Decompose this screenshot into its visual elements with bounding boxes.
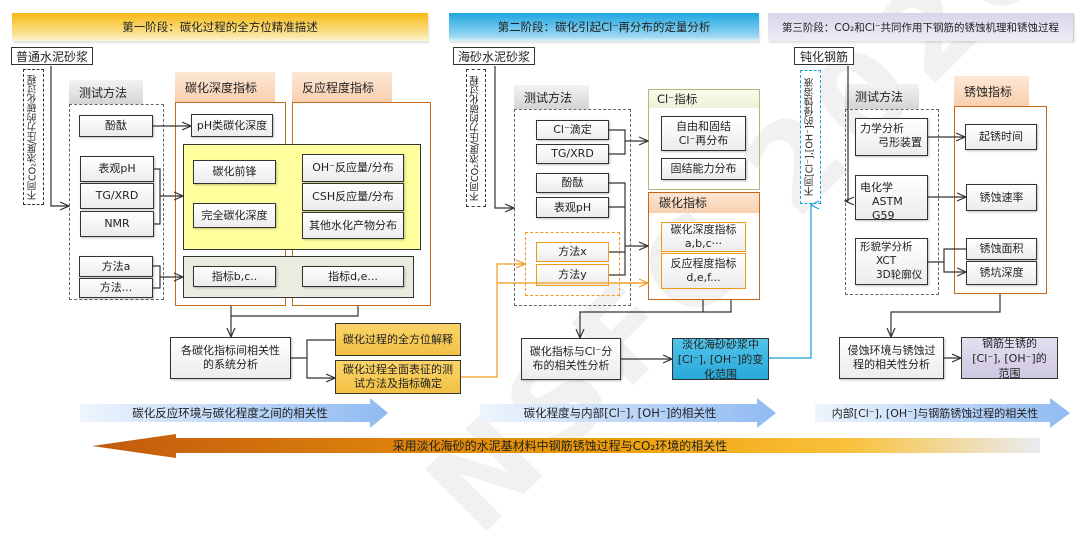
- method-morphology-detail: XCT: [876, 255, 897, 267]
- method-surface-ph: 表观pH: [80, 156, 154, 182]
- method-x: 方法x: [536, 242, 609, 262]
- rust-indicator-tab: 锈蚀指标: [954, 76, 1029, 106]
- method-a: 方法a: [79, 256, 153, 277]
- carb-depth-indicator: 碳化深度指标 a,b,c···: [661, 222, 746, 252]
- reaction-degree-indicator: 反应程度指标 d,e,f...: [661, 253, 746, 289]
- analysis-to-outcomes: [291, 339, 335, 378]
- method-phenolphthalein-2: 酚酞: [536, 173, 609, 193]
- stage3-outcome: 钢筋生锈的[Cl⁻], [OH⁻]的范围: [961, 337, 1058, 380]
- pit-depth: 锈坑深度: [966, 261, 1037, 285]
- stage1-outcome-explanation: 碳化过程的全方位解释: [335, 323, 461, 356]
- binding-capacity-distribution: 固结能力分布: [661, 158, 746, 180]
- stage3-test-methods-tab: 测试方法: [845, 84, 919, 109]
- method-electrochemical-name: 电化学: [860, 181, 893, 194]
- stage2-outcome: 淡化海砂砂浆中[Cl⁻], [OH⁻]的变化范围: [672, 338, 769, 381]
- method-morphology-detail2: 3D轮廓仪: [876, 269, 923, 281]
- method-mechanical: 力学分析 弓形装置: [855, 118, 928, 156]
- method-nmr: NMR: [80, 211, 154, 237]
- bottom-banner-text: 采用淡化海砂的水泥基材料中钢筋锈蚀过程与CO₂环境的相关性: [392, 439, 728, 453]
- reaction-indicator-tab: 反应程度指标: [292, 72, 392, 102]
- stage1-test-methods-tab: 测试方法: [69, 80, 143, 104]
- stage1-header: 第一阶段：碳化过程的全方位精准描述: [12, 13, 428, 41]
- full-carbonation-depth: 完全碳化深度: [193, 203, 276, 228]
- ph-carbonation-depth: pH类碳化深度: [191, 114, 273, 137]
- method-mechanical-name: 力学分析: [860, 122, 904, 135]
- method-electrochemical: 电化学 ASTM G59: [855, 175, 928, 222]
- carbonation-front: 碳化前锋: [193, 160, 276, 184]
- free-bound-cl-redistribution: 自由和固结Cl⁻再分布: [661, 116, 746, 151]
- indicator-bc: 指标b,c..: [193, 266, 276, 287]
- stage3-indicators-to-analysis: [891, 294, 1001, 337]
- stage3-header: 第三阶段：CO₂和Cl⁻共同作用下钢筋的锈蚀机理和锈蚀过程: [768, 13, 1074, 41]
- cl-indicator-tab: Cl⁻指标: [649, 89, 759, 108]
- rust-area: 锈蚀面积: [966, 238, 1037, 260]
- method-etc: 方法...: [79, 278, 153, 298]
- stage2-correlation-text: 碳化程度与内部[Cl⁻], [OH⁻]的相关性: [523, 406, 717, 420]
- stage2-material-connector: [494, 66, 514, 208]
- method-phenolphthalein: 酚酞: [79, 115, 153, 137]
- carb-indicator-tab: 碳化指标: [649, 192, 759, 213]
- rust-start-time: 起锈时间: [965, 124, 1037, 150]
- stage1-correlation-text: 碳化反应环境与碳化程度之间的相关性: [132, 406, 328, 420]
- oh-reaction: OH⁻反应量/分布: [302, 154, 404, 182]
- stage1-condition-label: 不同CO₂浓度/压力的碳化过程: [23, 69, 44, 205]
- indicator-de: 指标d,e...: [302, 266, 404, 287]
- method-tg-xrd-2: TG/XRD: [536, 144, 609, 164]
- rust-rate: 锈蚀速率: [966, 184, 1037, 211]
- method-electrochemical-detail: ASTM G59: [872, 195, 903, 222]
- feedback-to-stage3: [769, 205, 811, 359]
- depth-indicator-tab: 碳化深度指标: [175, 72, 275, 102]
- csh-reaction: CSH反应量/分布: [302, 183, 404, 211]
- method-surface-ph-2: 表观pH: [536, 197, 609, 218]
- stage2-material: 海砂水泥砂浆: [453, 47, 535, 65]
- method-y: 方法y: [536, 264, 609, 286]
- stage3-correlation-analysis: 侵蚀环境与锈蚀过程的相关性分析: [839, 337, 944, 379]
- rust-indicator-frame: [954, 106, 1047, 294]
- stage1-material: 普通水泥砂浆: [11, 47, 93, 65]
- stage3-correlation-text: 内部[Cl⁻], [OH⁻]与钢筋锈蚀过程的相关性: [831, 407, 1039, 420]
- stage1-correlation-analysis: 各碳化指标间相关性的系统分析: [170, 337, 291, 379]
- method-morphology: 形貌学分析 XCT 3D轮廓仪: [855, 238, 928, 285]
- stage3-condition-label: 不同[Cl⁻],[OH⁻]的侵蚀溶液: [800, 70, 821, 204]
- method-mechanical-detail: 弓形装置: [878, 136, 922, 149]
- method-tg-xrd: TG/XRD: [80, 183, 154, 209]
- stage1-outcome-methods: 碳化过程全面表征的测试方法及指标确定: [335, 360, 461, 394]
- stage2-header: 第二阶段：碳化引起Cl⁻再分布的定量分析: [449, 13, 759, 41]
- method-cl-titration: Cl⁻滴定: [536, 120, 609, 140]
- stage1-material-connector: [50, 66, 69, 206]
- stage2-correlation-analysis: 碳化指标与Cl⁻分布的相关性分析: [521, 338, 621, 380]
- stage2-test-methods-tab: 测试方法: [514, 85, 589, 109]
- stage3-material: 钝化钢筋: [794, 47, 854, 65]
- other-hydration-products: 其他水化产物分布: [302, 212, 404, 239]
- stage2-condition-label: 不同CO₂浓度/压力的碳化过程: [466, 69, 486, 207]
- method-morphology-name: 形貌学分析: [860, 241, 913, 253]
